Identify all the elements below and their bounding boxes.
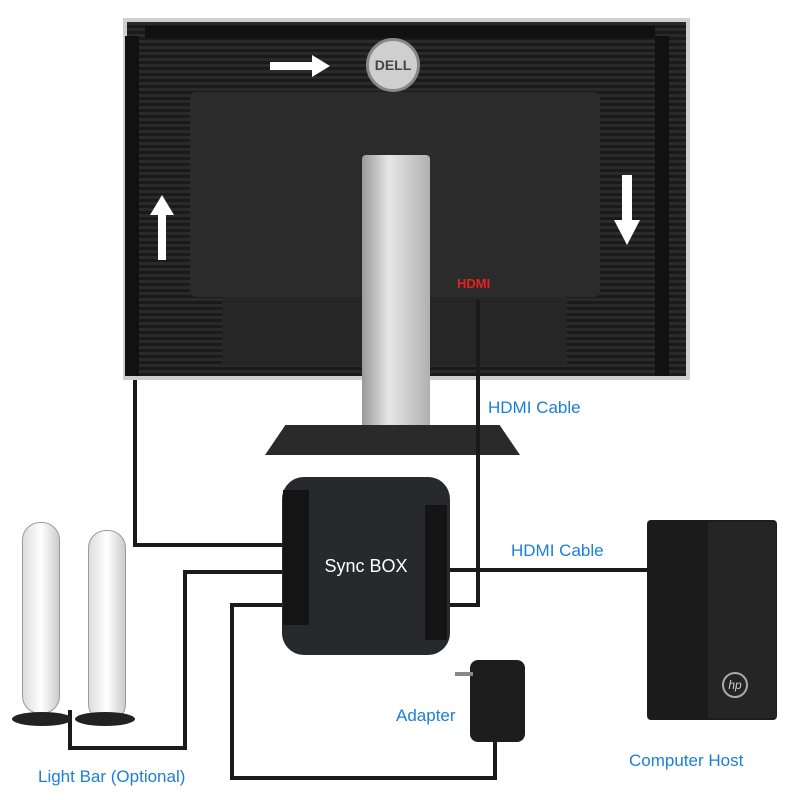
- power-cable: [230, 603, 497, 780]
- computer-host-label: Computer Host: [629, 751, 744, 770]
- led-strip-left: [125, 36, 139, 376]
- hdmi-cable-monitor-label: HDMI Cable: [488, 398, 581, 417]
- power-adapter: [470, 660, 525, 742]
- lightbar-cable: [68, 570, 282, 750]
- adapter-label: Adapter: [396, 706, 456, 725]
- hp-logo: hp: [722, 672, 748, 698]
- sync-box: Sync BOX: [282, 477, 450, 655]
- arrow-up-icon: [150, 195, 174, 260]
- led-cable: [133, 380, 282, 547]
- hdmi-cable-monitor: [450, 300, 480, 607]
- sync-box-port-label-left: [283, 490, 309, 625]
- sync-box-title: Sync BOX: [324, 555, 408, 576]
- light-bar-left: [22, 522, 60, 714]
- led-strip-top: [145, 26, 655, 38]
- arrow-right-icon: [270, 55, 330, 77]
- light-bar-label: Light Bar (Optional): [38, 767, 186, 786]
- hdmi-port-label: HDMI: [457, 276, 491, 291]
- dell-logo: DELL: [366, 38, 420, 92]
- hdmi-cable-computer-label: HDMI Cable: [511, 541, 604, 560]
- led-strip-right: [655, 36, 669, 376]
- arrow-icons: [150, 55, 640, 260]
- light-bar-left-base: [12, 712, 72, 726]
- light-bar-right-base: [75, 712, 135, 726]
- arrow-down-icon: [614, 175, 640, 245]
- light-bar-right: [88, 530, 126, 722]
- monitor-stand: [362, 155, 430, 445]
- adapter-plug-pins: [455, 672, 473, 676]
- sync-box-port-label-right: [425, 505, 447, 640]
